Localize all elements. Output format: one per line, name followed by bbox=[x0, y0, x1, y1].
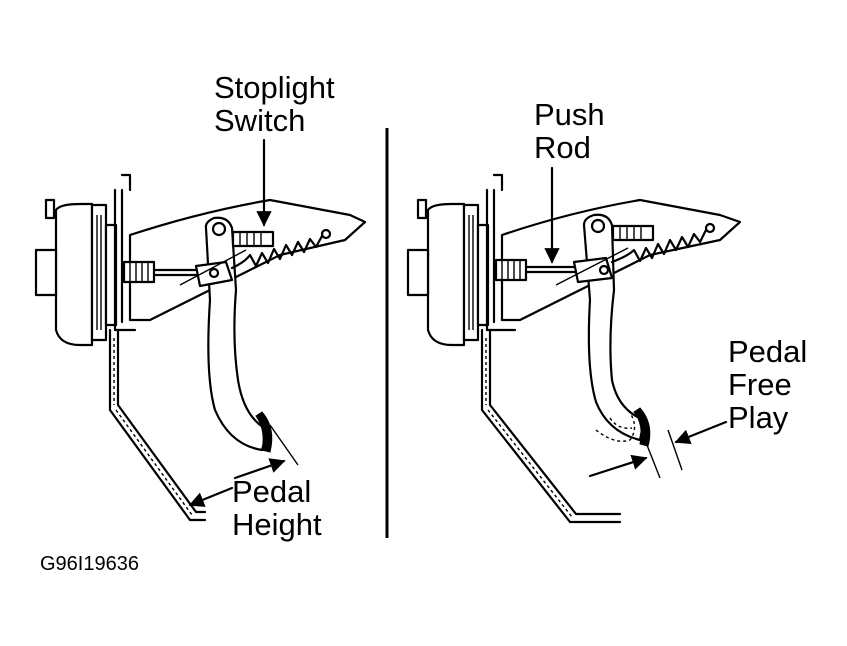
right-pedal-pad bbox=[633, 407, 651, 447]
left-pedal-height-arrow-bottom bbox=[188, 486, 234, 507]
stoplight-switch bbox=[231, 230, 275, 248]
pedal-height-label-line2: Height bbox=[232, 507, 322, 542]
left-push-rod bbox=[122, 260, 200, 284]
left-return-spring bbox=[179, 228, 332, 286]
left-brake-booster bbox=[34, 198, 118, 347]
pedal-free-play-label-line1: Pedal bbox=[728, 334, 808, 369]
left-pedal-pad bbox=[255, 411, 273, 453]
right-stoplight-switch bbox=[611, 224, 655, 242]
figure-code: G96I19636 bbox=[40, 553, 139, 575]
push-rod-label-line1: Push bbox=[534, 97, 605, 132]
right-panel-free-play bbox=[406, 166, 742, 524]
right-clevis bbox=[572, 256, 614, 284]
right-push-rod bbox=[494, 258, 578, 282]
left-pedal-height-arrow-top bbox=[233, 458, 286, 480]
pedal-free-play-label-line3: Play bbox=[728, 400, 789, 435]
pedal-free-play-label-line2: Free bbox=[728, 367, 792, 402]
left-panel-pedal-height bbox=[34, 138, 367, 522]
stoplight-switch-label-line1: Stoplight bbox=[214, 70, 335, 105]
left-pedal-bracket bbox=[128, 198, 367, 322]
right-pedal-bracket bbox=[500, 198, 742, 322]
stoplight-switch-label-line2: Switch bbox=[214, 103, 306, 138]
pedal-height-label-line1: Pedal bbox=[232, 474, 312, 509]
free-play-arrow-right bbox=[674, 420, 728, 445]
right-brake-booster bbox=[406, 198, 490, 347]
right-pedal-ghost bbox=[595, 409, 636, 442]
left-firewall bbox=[108, 173, 207, 522]
right-return-spring bbox=[555, 222, 716, 286]
right-firewall bbox=[480, 173, 622, 524]
free-play-arrow-left bbox=[588, 454, 648, 478]
push-rod-label-line2: Rod bbox=[534, 130, 591, 165]
